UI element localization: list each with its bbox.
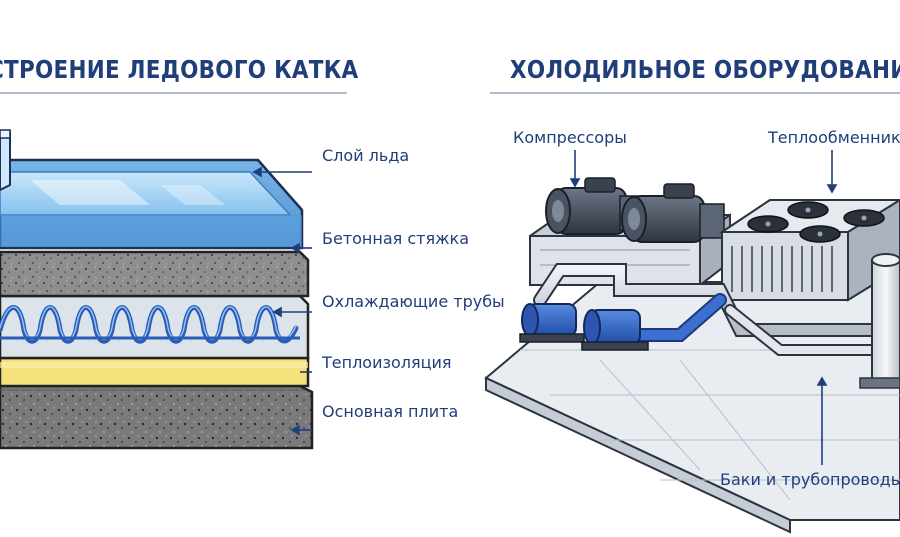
circulation-pump-2 (581, 309, 649, 351)
label-base-slab: Основная плита (322, 402, 459, 421)
label-compressors: Компрессоры (513, 128, 627, 147)
label-insulation: Теплоизоляция (322, 353, 452, 372)
storage-tank (859, 253, 900, 389)
cooling-pipes-layer (0, 294, 310, 360)
label-heat-exchangers: Теплообменники (768, 128, 900, 147)
condenser-fans (747, 201, 885, 243)
refrigeration-equipment (484, 92, 900, 534)
layer-leader-lines (252, 166, 312, 436)
rink-cross-section (0, 92, 347, 450)
label-tanks-and-pipes: Баки и трубопроводы (720, 470, 900, 489)
base-slab-layer (0, 384, 314, 450)
label-concrete-screed: Бетонная стяжка (322, 229, 469, 248)
rink-structure-title: СТРОЕНИЕ ЛЕДОВОГО КАТКА (0, 55, 359, 84)
rink-board (0, 129, 11, 192)
compressor-unit-2 (621, 183, 725, 243)
ice-layer (0, 158, 304, 250)
concrete-screed-layer (0, 250, 310, 298)
label-ice-layer: Слой льда (322, 146, 410, 165)
label-cooling-pipes: Охлаждающие трубы (322, 292, 505, 311)
insulation-layer (0, 356, 310, 388)
circulation-pump-1 (519, 303, 585, 343)
equipment-leader-lines (569, 150, 838, 465)
refrigeration-equipment-title: ХОЛОДИЛЬНОЕ ОБОРУДОВАНИЕ (510, 55, 900, 84)
